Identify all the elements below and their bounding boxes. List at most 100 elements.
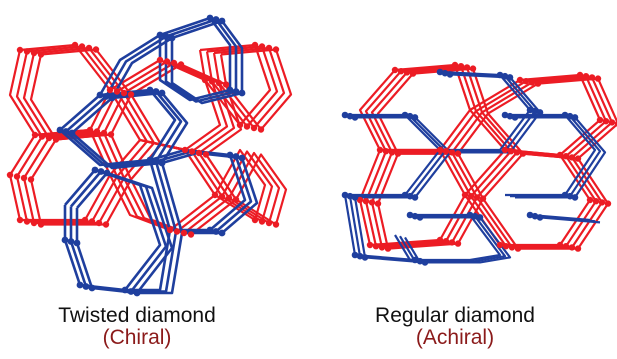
blue-node-8 — [341, 191, 359, 201]
red-node-7-bead — [95, 219, 103, 227]
red-node-3-bead — [454, 150, 462, 157]
red-node-4 — [86, 126, 115, 138]
red-node-6 — [16, 216, 45, 228]
red-node-13-bead — [496, 241, 504, 249]
close-paren: ) — [487, 326, 495, 350]
blue-node-4 — [401, 111, 419, 121]
red-node-2 — [106, 86, 135, 98]
blue-node-9-bead — [97, 168, 105, 175]
red-node-10-bead — [378, 244, 386, 251]
red-node-15-bead — [265, 219, 273, 227]
red-node-3-bead — [448, 149, 456, 156]
blue-strand-4-layer — [137, 232, 184, 295]
red-cage-2-layer — [198, 43, 272, 127]
red-node-13-bead — [232, 196, 240, 203]
blue-node-8-bead — [351, 194, 359, 201]
blue-node-13 — [526, 211, 544, 221]
blue-node-0-bead — [168, 34, 176, 42]
blue-node-10-bead — [416, 214, 424, 221]
red-node-8 — [156, 56, 185, 68]
red-node-9-bead — [201, 76, 209, 84]
blue-node-2 — [526, 106, 544, 116]
red-node-0-bead — [397, 68, 405, 75]
blue-node-9-bead — [571, 194, 579, 201]
red-node-9 — [356, 196, 382, 207]
blue-node-0-bead — [156, 31, 164, 39]
red-node-5 — [576, 71, 602, 82]
blue-lattice-2 — [505, 113, 607, 199]
blue-node-12 — [411, 256, 429, 266]
blue-node-11 — [121, 286, 141, 297]
blue-node-3-bead — [102, 93, 110, 100]
blue-node-12-bead — [61, 236, 69, 244]
blue-node-5 — [501, 111, 519, 121]
red-node-10 — [251, 41, 280, 53]
blue-node-9 — [561, 191, 579, 201]
blue-node-12-bead — [421, 259, 429, 266]
red-node-4-bead — [86, 126, 94, 134]
blue-node-9-bead — [561, 191, 569, 199]
red-node-1-bead — [469, 65, 477, 72]
red-node-15-bead — [251, 216, 259, 224]
red-node-0-bead — [23, 48, 31, 55]
blue-node-6 — [561, 111, 579, 121]
blue-node-6 — [146, 156, 166, 167]
red-node-10-bead — [258, 43, 266, 50]
blue-node-5-bead — [506, 112, 514, 120]
blue-node-6-bead — [158, 159, 166, 167]
red-node-10-bead — [372, 243, 380, 250]
red-node-5-bead — [27, 176, 35, 183]
blue-node-1-bead — [218, 17, 226, 25]
blue-node-2-bead — [238, 89, 246, 97]
red-node-3 — [31, 131, 60, 143]
red-node-7-bead — [568, 154, 576, 161]
blue-node-6-bead — [152, 158, 160, 165]
red-node-3-bead — [31, 131, 39, 139]
red-node-13-bead — [514, 245, 522, 252]
red-node-10-bead — [366, 241, 374, 249]
blue-node-5-bead — [501, 111, 509, 119]
red-sheet-0 — [358, 63, 490, 155]
blue-node-4-bead — [411, 114, 419, 121]
red-node-10-bead — [265, 44, 273, 52]
red-node-14-bead — [173, 228, 181, 235]
blue-node-3-bead — [341, 111, 349, 119]
blue-node-8-bead — [346, 192, 354, 200]
blue-node-13-bead — [536, 214, 544, 221]
blue-node-11-bead — [133, 289, 141, 297]
blue-node-3 — [96, 91, 116, 102]
red-node-11-bead — [243, 123, 251, 130]
red-node-3-bead — [442, 148, 450, 155]
chiral-word: Chiral — [109, 326, 165, 350]
red-node-14-bead — [562, 243, 570, 250]
red-node-0-bead — [16, 46, 24, 54]
twisted-diamond-caption: Twisted diamond (Chiral) — [22, 304, 252, 350]
red-node-5-bead — [576, 71, 584, 79]
blue-node-3-bead — [96, 91, 104, 99]
red-node-5-bead — [13, 173, 21, 180]
red-sheet-2-layer — [364, 150, 473, 248]
regular-diamond-label: Regular diamond — [375, 304, 535, 327]
red-node-1-bead — [71, 41, 79, 49]
red-node-0-bead — [37, 51, 45, 58]
red-node-3-bead — [436, 146, 444, 154]
blue-node-9 — [91, 166, 111, 177]
red-node-1-bead — [457, 62, 465, 70]
twisted-diamond-label: Twisted diamond — [58, 304, 216, 327]
red-node-8-bead — [501, 146, 509, 154]
red-node-12-bead — [479, 195, 487, 202]
red-node-8 — [501, 146, 527, 157]
close-paren: ) — [164, 326, 172, 350]
red-node-9-bead — [222, 81, 230, 88]
blue-node-9-bead — [91, 166, 99, 174]
red-node-12-bead — [461, 191, 469, 199]
blue-strand-5 — [98, 33, 173, 99]
red-node-15-bead — [272, 221, 280, 228]
red-node-2-bead — [388, 149, 396, 156]
red-node-4-bead — [93, 128, 101, 135]
blue-node-8 — [206, 226, 226, 237]
blue-node-11-bead — [127, 288, 135, 295]
blue-node-12 — [61, 236, 81, 247]
red-node-3-bead — [45, 134, 53, 142]
red-node-6-bead — [602, 118, 610, 125]
